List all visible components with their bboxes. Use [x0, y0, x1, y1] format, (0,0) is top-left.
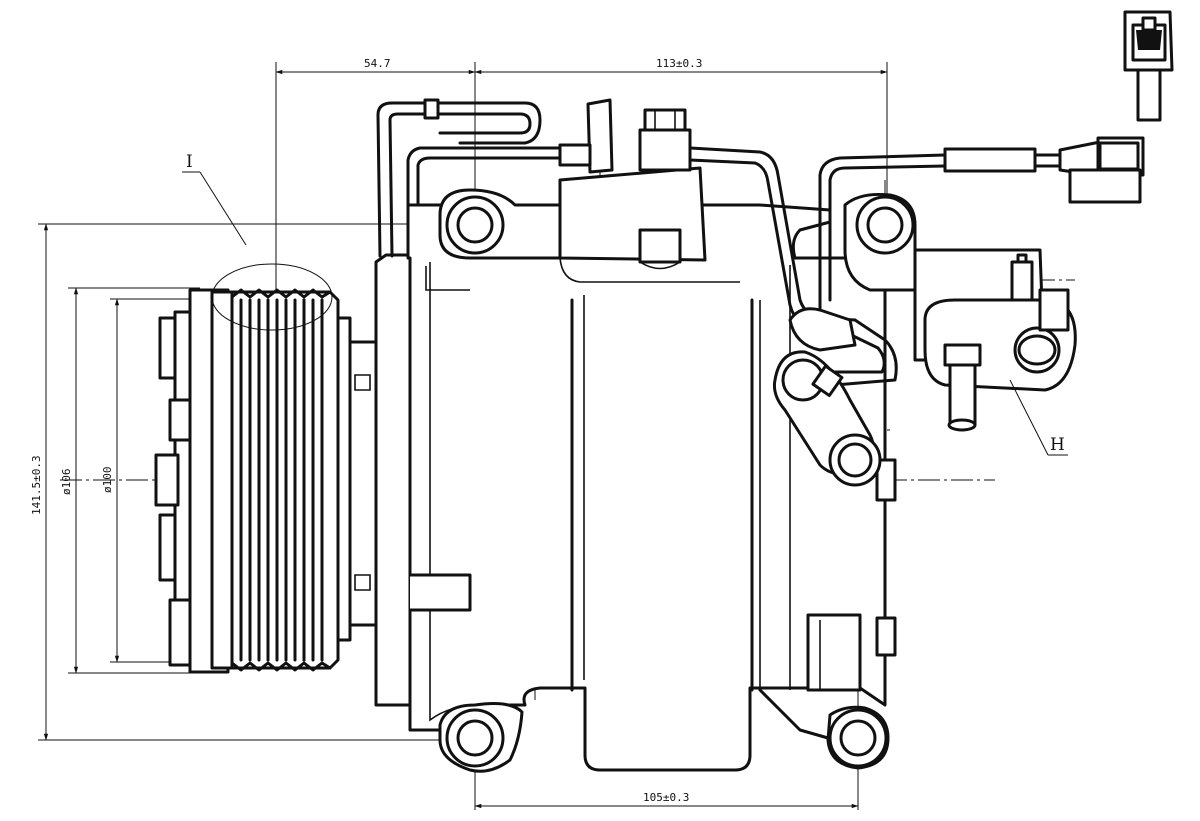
connector-detail-icon: [1123, 10, 1174, 122]
relief-valve-arm: [773, 307, 882, 487]
callout-label-h: H: [1050, 435, 1065, 455]
callout-leader-h: [1009, 379, 1068, 456]
electrical-connector: [1058, 136, 1145, 204]
dim-label-141-5: 141.5±0.3: [30, 455, 43, 515]
mounting-ear-bottom-left: [438, 702, 524, 773]
top-valve-block: [558, 98, 707, 270]
dim-label-dia-106: ø106: [60, 469, 73, 496]
dim-label-105: 105±0.3: [643, 791, 689, 804]
mounting-ear-top-right: [843, 193, 917, 292]
mounting-ear-bottom-right: [826, 705, 890, 770]
rear-fitting-block: [913, 248, 1077, 432]
refrigerant-pipe: [376, 98, 1062, 387]
dim-label-113: 113±0.3: [656, 57, 702, 70]
clutch-plate: [154, 310, 192, 667]
compressor-body: [374, 203, 897, 772]
pulley: [188, 263, 378, 674]
callout-leader-i: [182, 171, 247, 246]
pulley-grooves: [230, 288, 332, 672]
callout-label-i: I: [186, 152, 193, 172]
dim-label-54-7: 54.7: [364, 57, 391, 70]
mounting-ear-top-left: [438, 188, 562, 260]
